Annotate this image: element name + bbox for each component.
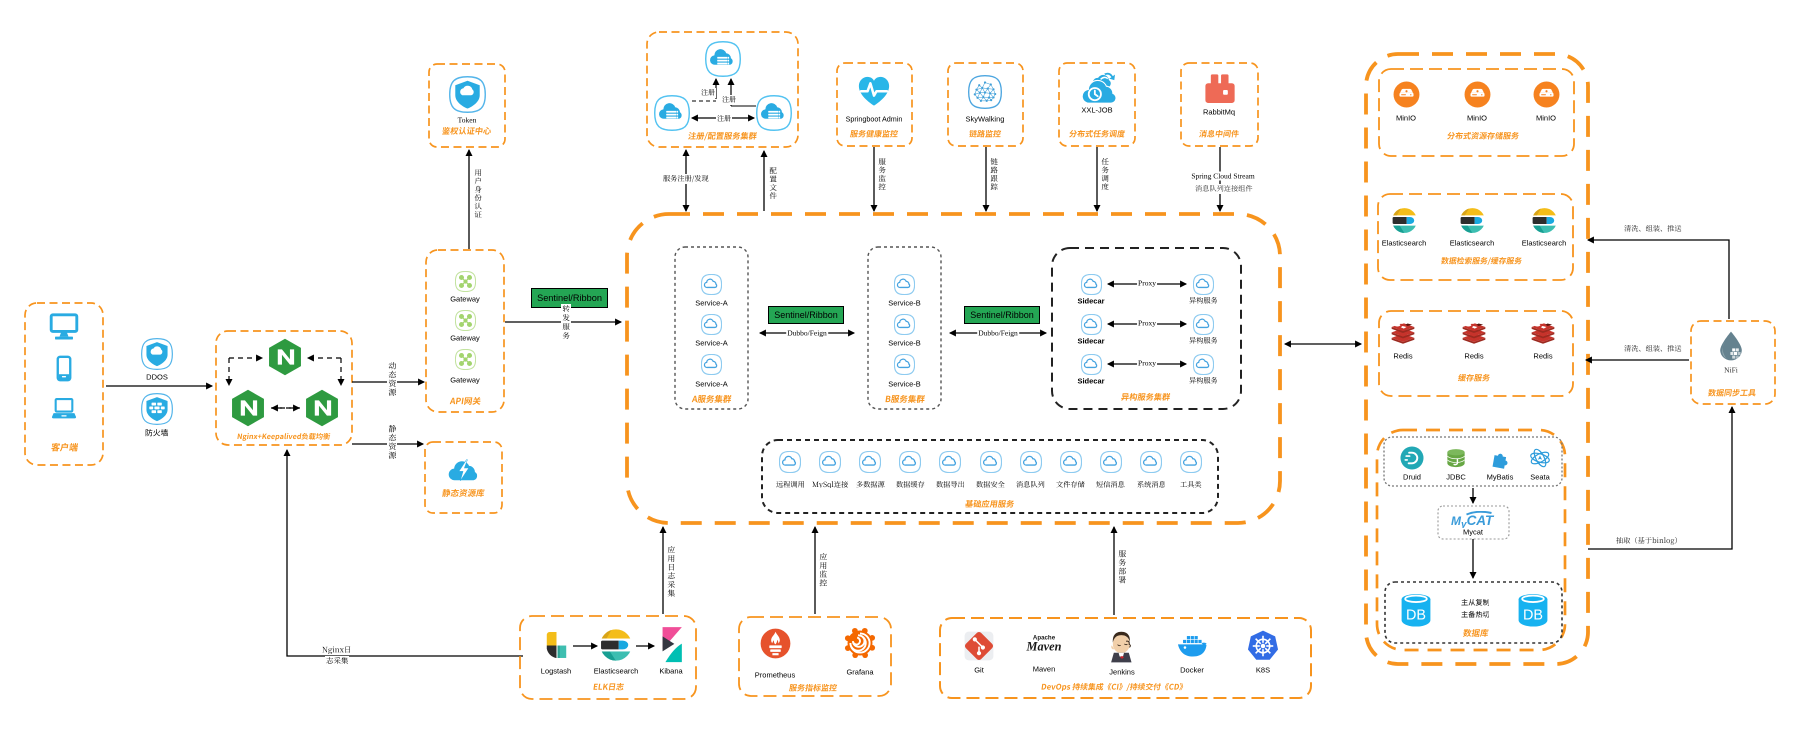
svg-text:DB: DB xyxy=(1523,607,1543,623)
svg-text:Maven: Maven xyxy=(1026,640,1062,654)
svg-text:DB: DB xyxy=(1406,607,1426,623)
svg-text:MyCAT: MyCAT xyxy=(1451,513,1495,528)
svg-text:Apache: Apache xyxy=(1033,635,1056,642)
